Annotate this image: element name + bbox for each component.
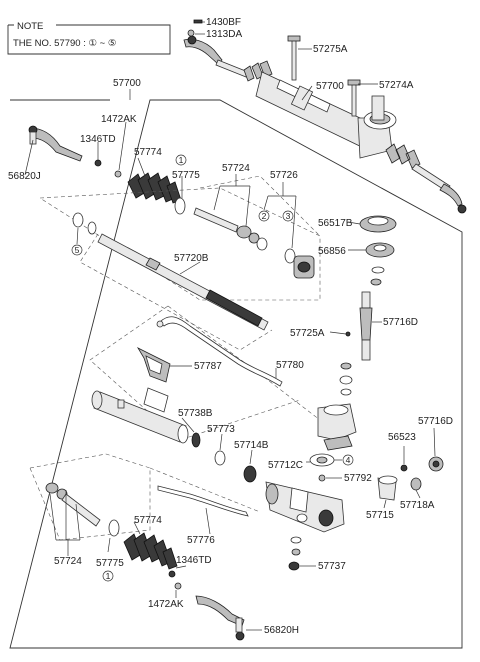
nut-56523: [400, 464, 408, 472]
label-57787: 57787: [194, 361, 222, 372]
cylinder-tube: [91, 387, 189, 444]
tie-rod-end-bottom: [195, 595, 245, 641]
plug-57737: [288, 561, 300, 571]
label-57275A: 57275A: [313, 44, 348, 55]
clamp-57775-top: [174, 197, 186, 215]
label-57775-bot: 57775: [96, 558, 124, 569]
pinion-icon: [359, 291, 373, 361]
label-57700-top: 57700: [316, 81, 344, 92]
label-57773: 57773: [207, 424, 235, 435]
label-1472AK-top: 1472AK: [101, 114, 137, 125]
label-57737: 57737: [318, 561, 346, 572]
callout-5: 5: [71, 244, 83, 256]
label-57716D-2: 57716D: [418, 416, 453, 427]
callout-1-top: 1: [175, 154, 187, 166]
nut-1346TD-top: [94, 159, 102, 167]
label-57714B: 57714B: [234, 440, 269, 451]
label-57718A: 57718A: [400, 500, 435, 511]
label-57720B: 57720B: [174, 253, 209, 264]
callout-2: 2: [258, 210, 270, 222]
label-56820H: 56820H: [264, 625, 299, 636]
label-57780: 57780: [276, 360, 304, 371]
oring-5a: [72, 212, 84, 228]
label-57715: 57715: [366, 510, 394, 521]
oring-3: [284, 248, 296, 264]
label-57776: 57776: [187, 535, 215, 546]
svg-text:1: 1: [106, 571, 111, 581]
gear-housing: [265, 481, 345, 533]
label-57274A: 57274A: [379, 80, 414, 91]
label-57775-top: 57775: [172, 170, 200, 181]
assembly-frame: [9, 99, 463, 649]
svg-text:3: 3: [286, 211, 291, 221]
note-box: NOTE THE NO. 57790 : ① ~ ⑤: [7, 21, 171, 55]
callout-1-bot: 1: [102, 570, 114, 582]
label-57774-top: 57774: [134, 147, 162, 158]
callout-3: 3: [282, 210, 294, 222]
label-57700-main: 57700: [113, 78, 141, 89]
label-56856: 56856: [318, 246, 346, 257]
bellows-icon: [127, 172, 182, 204]
oring-5b: [87, 221, 97, 235]
inner-tie-rod-bottom: [45, 482, 101, 527]
nut-1346TD-bot: [168, 570, 176, 578]
bracket-57787: [136, 347, 171, 383]
label-1313DA: 1313DA: [206, 29, 242, 40]
label-1430BF: 1430BF: [206, 17, 241, 28]
pin-57725A: [345, 331, 351, 337]
label-1346TD-bot: 1346TD: [176, 555, 212, 566]
svg-text:1: 1: [179, 155, 184, 165]
seal-57738B: [191, 432, 201, 448]
pipe-57776: [157, 485, 249, 517]
svg-text:4: 4: [346, 455, 351, 465]
plug-57718A: [410, 477, 422, 491]
plug-57792: [318, 474, 326, 482]
svg-text:5: 5: [75, 245, 80, 255]
label-57725A: 57725A: [290, 328, 325, 339]
label-57712C: 57712C: [268, 460, 303, 471]
pipe-57780: [159, 316, 283, 387]
bellows-bottom: [123, 532, 178, 570]
label-56820J: 56820J: [8, 171, 41, 182]
clip-1472AK-top: [114, 170, 122, 178]
label-1472AK-bot: 1472AK: [148, 599, 184, 610]
steering-gear-box-icon: [183, 19, 467, 214]
label-57716D-1: 57716D: [383, 317, 418, 328]
label-1346TD-top: 1346TD: [80, 134, 116, 145]
clip-1472AK-bot: [174, 582, 182, 590]
label-56523: 56523: [388, 432, 416, 443]
oring-57773: [214, 450, 226, 466]
clamp-57775-bot: [108, 519, 120, 537]
oring-2: [256, 237, 268, 251]
rack-bar-icon: [97, 233, 269, 331]
label-57726: 57726: [270, 170, 298, 181]
inner-tie-rod-top: [193, 207, 260, 244]
svg-text:2: 2: [262, 211, 267, 221]
label-56517B: 56517B: [318, 218, 353, 229]
bushing-57714B: [243, 465, 257, 483]
label-57724-top: 57724: [222, 163, 250, 174]
mounting-bushing-icon: [293, 255, 315, 279]
callout-4: 4: [342, 454, 354, 466]
label-57792: 57792: [344, 473, 372, 484]
label-57774-bot: 57774: [134, 515, 162, 526]
label-57738B: 57738B: [178, 408, 213, 419]
note-text: THE NO. 57790 : ① ~ ⑤: [13, 38, 117, 49]
note-title: NOTE: [17, 21, 43, 32]
label-57724-bot: 57724: [54, 556, 82, 567]
tie-rod-end-icon: [28, 125, 83, 162]
